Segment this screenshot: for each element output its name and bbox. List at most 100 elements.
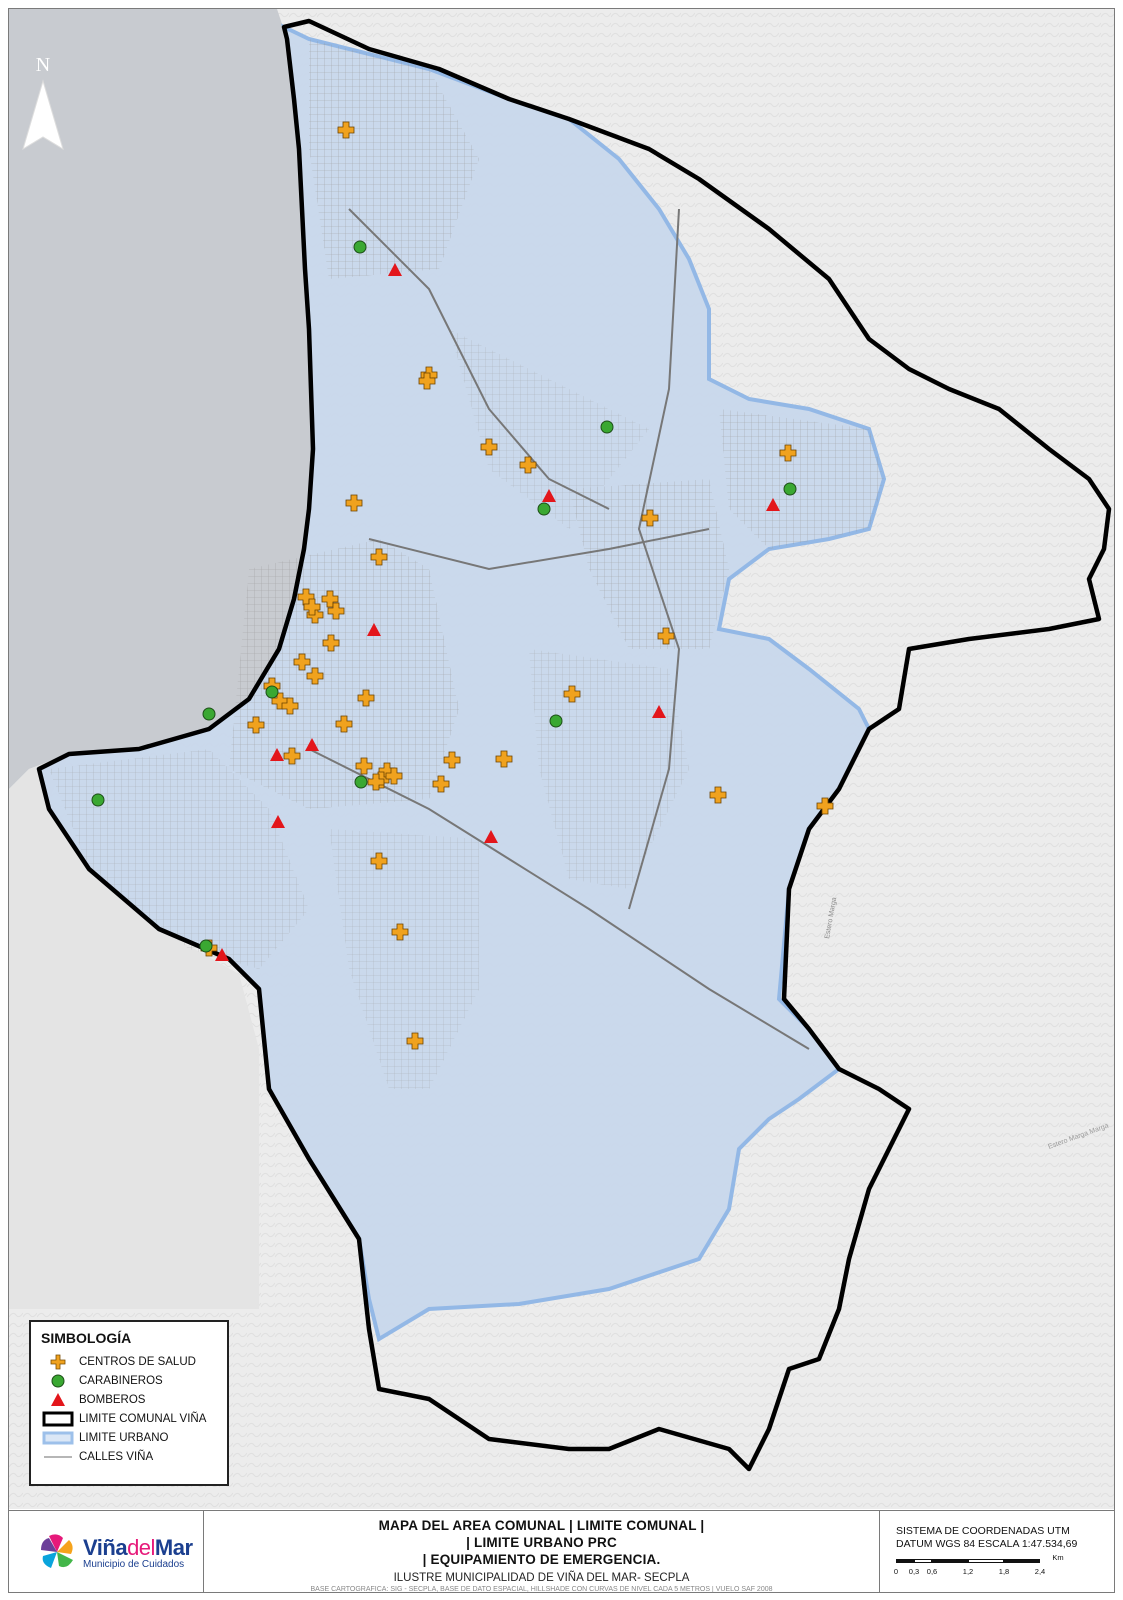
black-outline-box-icon [41, 1411, 75, 1427]
health-center-marker[interactable] [357, 689, 375, 707]
health-center-marker[interactable] [367, 773, 385, 791]
fire-station-marker[interactable] [367, 623, 381, 636]
legend-item-limite-comunal: LIMITE COMUNAL VIÑA [41, 1409, 217, 1428]
map-canvas[interactable]: N Estero Marga Estero Marga Marga [9, 9, 1114, 1509]
scale-label: 1,8 [998, 1567, 1010, 1576]
health-center-marker[interactable] [345, 494, 363, 512]
fire-station-marker[interactable] [484, 830, 498, 843]
commune-limit-boundary [36, 18, 1112, 1472]
legend-label: LIMITE URBANO [79, 1431, 169, 1444]
fire-station-marker[interactable] [215, 948, 229, 961]
flower-logo-icon [41, 1534, 73, 1568]
scale-label: 0,6 [926, 1567, 938, 1576]
health-center-marker[interactable] [480, 438, 498, 456]
health-center-marker[interactable] [303, 598, 321, 616]
health-center-marker[interactable] [283, 747, 301, 765]
police-marker[interactable] [783, 482, 797, 496]
health-center-marker[interactable] [370, 548, 388, 566]
external-land [9, 754, 259, 1309]
health-center-marker[interactable] [391, 923, 409, 941]
fire-station-marker[interactable] [271, 815, 285, 828]
scale-label: 2,4 [1034, 1567, 1046, 1576]
health-center-marker[interactable] [657, 627, 675, 645]
scale-label: 0,3 [908, 1567, 920, 1576]
map-source-note: BASE CARTOGRAFICA: SIG - SECPLA, BASE DE… [310, 1586, 773, 1593]
health-center-marker[interactable] [563, 685, 581, 703]
health-center-marker[interactable] [306, 667, 324, 685]
health-center-marker[interactable] [355, 757, 373, 775]
scale-label: 0 [893, 1567, 899, 1576]
north-arrow-icon [22, 79, 64, 151]
health-center-marker[interactable] [370, 852, 388, 870]
orange-cross-icon [41, 1354, 75, 1370]
scale-segment [896, 1559, 914, 1563]
legend-item-centros-de-salud: CENTROS DE SALUD [41, 1352, 217, 1371]
legend-label: LIMITE COMUNAL VIÑA [79, 1412, 207, 1425]
police-marker[interactable] [199, 939, 213, 953]
health-center-marker[interactable] [293, 653, 311, 671]
health-center-marker[interactable] [322, 634, 340, 652]
coordinate-system-block: SISTEMA DE COORDENADAS UTM DATUM WGS 84 … [879, 1511, 1114, 1593]
health-center-marker[interactable] [247, 716, 265, 734]
health-center-marker[interactable] [709, 786, 727, 804]
legend-label: BOMBEROS [79, 1393, 146, 1406]
health-center-marker[interactable] [443, 751, 461, 769]
green-circle-icon [41, 1373, 75, 1389]
scale-segment [932, 1559, 968, 1563]
legend-item-calles: CALLES VIÑA [41, 1447, 217, 1466]
map-title-line-1: MAPA DEL AREA COMUNAL | LIMITE COMUNAL | [378, 1518, 705, 1533]
map-title-block: MAPA DEL AREA COMUNAL | LIMITE COMUNAL |… [204, 1511, 879, 1593]
police-marker[interactable] [600, 420, 614, 434]
map-title-line-2: | LIMITE URBANO PRC [466, 1535, 617, 1550]
police-marker[interactable] [91, 793, 105, 807]
health-center-marker[interactable] [779, 444, 797, 462]
fire-station-marker[interactable] [270, 748, 284, 761]
scale-segment [914, 1559, 932, 1563]
north-arrow-label: N [36, 54, 50, 76]
scale-bar: 0 0,3 0,6 1,2 1,8 2,4 Km [893, 1553, 1101, 1585]
scale-segment [1004, 1559, 1040, 1563]
legend-label: CENTROS DE SALUD [79, 1355, 196, 1368]
gray-line-icon [41, 1449, 75, 1465]
health-center-marker[interactable] [385, 767, 403, 785]
fire-station-marker[interactable] [766, 498, 780, 511]
health-center-marker[interactable] [418, 372, 436, 390]
fire-station-marker[interactable] [652, 705, 666, 718]
legend-item-carabineros: CARABINEROS [41, 1371, 217, 1390]
sea-area [9, 9, 313, 789]
health-center-marker[interactable] [406, 1032, 424, 1050]
scale-label: 1,2 [962, 1567, 974, 1576]
map-frame [8, 8, 1115, 1593]
health-center-marker[interactable] [327, 602, 345, 620]
health-center-marker[interactable] [519, 456, 537, 474]
map-title-line-3: | EQUIPAMIENTO DE EMERGENCIA. [422, 1552, 661, 1567]
police-marker[interactable] [265, 685, 279, 699]
health-center-marker[interactable] [281, 697, 299, 715]
scale-unit: Km [1052, 1553, 1064, 1562]
health-center-marker[interactable] [816, 797, 834, 815]
logo-tagline: Municipio de Cuidados [83, 1558, 185, 1570]
health-center-marker[interactable] [335, 715, 353, 733]
logo-name-1: Viña [83, 1534, 128, 1560]
police-marker[interactable] [549, 714, 563, 728]
streets-layer [49, 39, 884, 1089]
health-center-marker[interactable] [432, 775, 450, 793]
legend: SIMBOLOGÍA CENTROS DE SALUD CARABINEROS … [29, 1320, 229, 1486]
fire-station-marker[interactable] [388, 263, 402, 276]
health-center-marker[interactable] [337, 121, 355, 139]
logo-name-3: Mar [154, 1534, 193, 1560]
police-marker[interactable] [537, 502, 551, 516]
health-center-marker[interactable] [495, 750, 513, 768]
police-marker[interactable] [202, 707, 216, 721]
blue-band-icon [41, 1430, 75, 1446]
legend-label: CARABINEROS [79, 1374, 163, 1387]
fire-station-marker[interactable] [305, 738, 319, 751]
legend-title: SIMBOLOGÍA [41, 1330, 132, 1346]
police-marker[interactable] [353, 240, 367, 254]
municipality-logo: ViñadelMar Municipio de Cuidados [9, 1511, 204, 1593]
fire-station-marker[interactable] [542, 489, 556, 502]
markers-layer [91, 121, 834, 1050]
red-triangle-icon [41, 1392, 75, 1408]
health-center-marker[interactable] [641, 509, 659, 527]
police-marker[interactable] [354, 775, 368, 789]
